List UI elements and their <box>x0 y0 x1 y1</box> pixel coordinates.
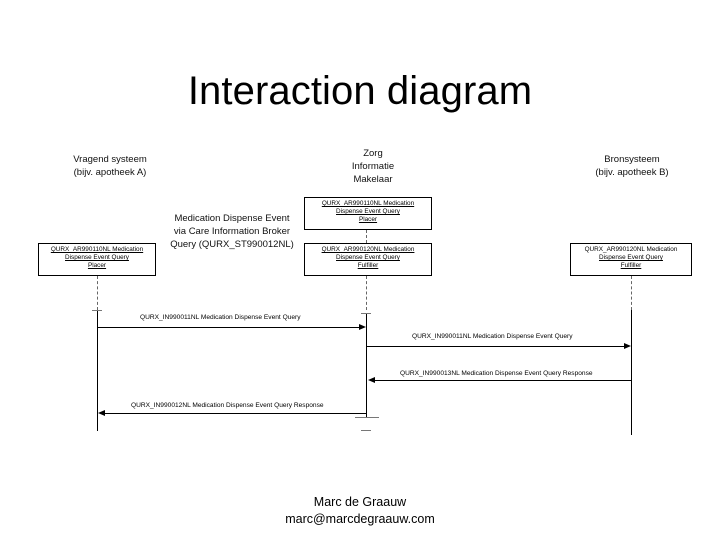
role-box-line: Placer <box>358 216 378 224</box>
role-box-line: Dispense Event Query <box>65 254 129 262</box>
message-label-4: QURX_IN990012NL Medication Dispense Even… <box>131 402 324 409</box>
actor-label-requester: Vragend systeem (bijv. apotheek A) <box>73 154 147 178</box>
lifeline-broker-end-bar <box>355 417 379 418</box>
lifeline-requester-dashed <box>97 276 98 310</box>
message-line-3 <box>374 380 632 381</box>
activation-requester <box>97 311 98 431</box>
message-label-3: QURX_IN990013NL Medication Dispense Even… <box>400 370 593 377</box>
role-box-source-fulfiller: QURX_AR990120NL Medication Dispense Even… <box>570 243 692 276</box>
role-box-line: Fulfiller <box>357 262 379 270</box>
message-label-2: QURX_IN990011NL Medication Dispense Even… <box>412 333 573 340</box>
slide-footer: Marc de Graauw marc@marcdegraauw.com <box>0 494 720 528</box>
role-box-line: Dispense Event Query <box>336 208 400 216</box>
activation-broker <box>366 314 367 417</box>
role-box-line: QURX_AR990110NL Medication <box>50 246 144 253</box>
footer-author: Marc de Graauw <box>313 495 407 509</box>
lifeline-broker-dashed-lower <box>366 276 367 310</box>
role-box-broker-placer: QURX_AR990110NL Medication Dispense Even… <box>304 197 432 230</box>
message-line-4 <box>104 413 367 414</box>
role-box-line: QURX_AR990120NL Medication <box>321 246 415 253</box>
lifeline-requester-tick <box>92 310 102 311</box>
role-box-line: Placer <box>87 262 107 270</box>
role-box-requester-placer: QURX_AR990110NL Medication Dispense Even… <box>38 243 156 276</box>
message-arrowhead-4 <box>98 409 105 416</box>
page-title: Interaction diagram <box>187 68 533 113</box>
role-box-line: Dispense Event Query <box>336 254 400 262</box>
actor-label-broker: Zorg Informatie Makelaar <box>351 148 395 185</box>
diagram-note: Medication Dispense Event via Care Infor… <box>170 213 294 250</box>
footer-email: marc@marcdegraauw.com <box>285 512 435 526</box>
lifeline-broker-tick-bottom <box>361 430 371 431</box>
role-box-line: Dispense Event Query <box>599 254 663 262</box>
lifeline-source-dashed <box>631 276 632 310</box>
message-line-2 <box>367 346 625 347</box>
message-arrowhead-2 <box>624 342 631 349</box>
message-arrowhead-3 <box>368 376 375 383</box>
message-line-1 <box>98 327 363 328</box>
role-box-line: QURX_AR990120NL Medication <box>584 246 678 253</box>
role-box-line: Fulfiller <box>620 262 642 270</box>
lifeline-broker-dashed-upper <box>366 230 367 243</box>
message-arrowhead-1 <box>359 323 366 330</box>
activation-source <box>631 310 632 435</box>
message-label-1: QURX_IN990011NL Medication Dispense Even… <box>140 314 301 321</box>
actor-label-source: Bronsysteem (bijv. apotheek B) <box>595 154 669 178</box>
lifeline-broker-tick-top <box>361 313 371 314</box>
role-box-line: QURX_AR990110NL Medication <box>321 200 415 207</box>
role-box-broker-fulfiller: QURX_AR990120NL Medication Dispense Even… <box>304 243 432 276</box>
